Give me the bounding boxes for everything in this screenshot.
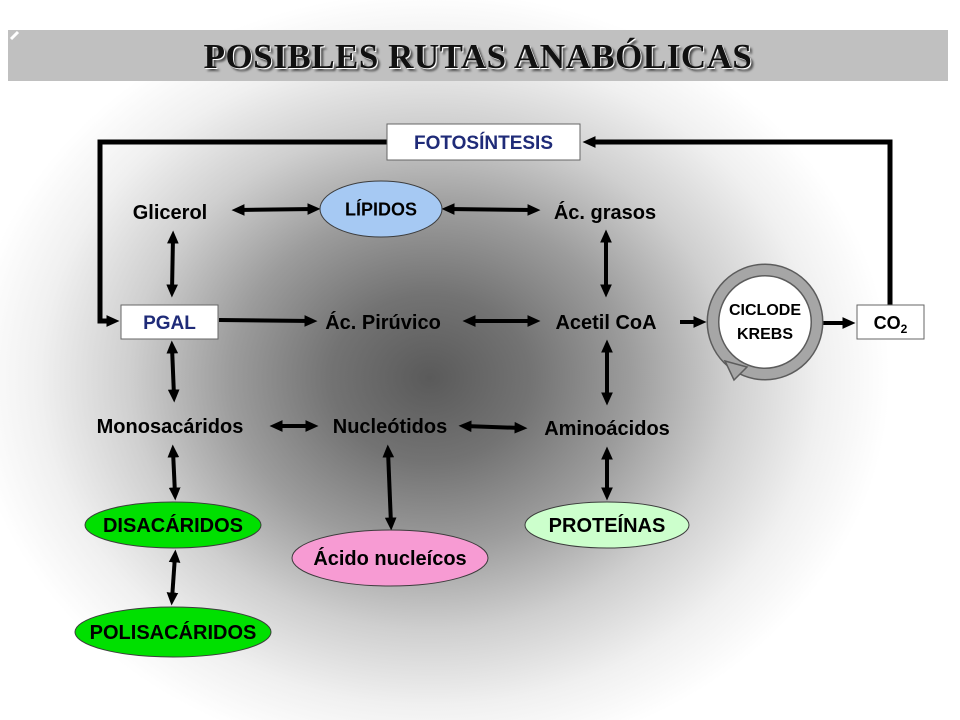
node-fotosintesis-label: FOTOSÍNTESIS <box>414 132 553 154</box>
page-title: POSIBLES RUTAS ANABÓLICAS <box>203 37 753 76</box>
node-disacaridos-ellipse <box>84 501 262 549</box>
node-co2-box <box>856 304 925 340</box>
node-polisacaridos-label: POLISACÁRIDOS <box>90 621 257 644</box>
node-co2-base: CO <box>874 313 901 333</box>
node-co2: CO2 <box>856 304 925 340</box>
node-fotosintesis: FOTOSÍNTESIS <box>386 123 581 161</box>
arrow-co2-to-fotosintesis <box>582 136 893 305</box>
node-glicerol-label: Glicerol <box>133 202 207 224</box>
krebs-cycle-arrowhead <box>723 359 749 382</box>
title-banner-corner-highlight <box>9 30 20 41</box>
node-pgal-box <box>120 304 219 340</box>
node-co2-subscript: 2 <box>901 322 908 336</box>
node-disacaridos-label: DISACÁRIDOS <box>103 514 243 537</box>
arrow-pgal-to-ac-piruvico <box>218 315 318 327</box>
node-acido-nucleicos-ellipse <box>291 529 489 587</box>
arrow-disacaridos-polisacaridos <box>166 549 181 606</box>
node-aminoacidos-label: Aminoácidos <box>544 418 670 440</box>
node-acetil-coa-label: Acetil CoA <box>555 312 656 334</box>
arrow-monosacaridos-disacaridos <box>167 444 181 501</box>
node-ac-grasos-label: Ác. grasos <box>554 201 656 224</box>
node-acido-nucleicos: Ácido nucleícos <box>291 529 489 587</box>
node-acido-nucleicos-label: Ácido nucleícos <box>313 547 466 570</box>
node-proteinas-label: PROTEÍNAS <box>549 514 666 537</box>
node-disacaridos: DISACÁRIDOS <box>84 501 262 549</box>
arrow-fotosintesis-to-pgal <box>97 139 387 327</box>
node-lipidos: LÍPIDOS <box>319 180 443 238</box>
arrow-glicerol-pgal <box>166 230 179 298</box>
node-nucleotidos-label: Nucleótidos <box>333 416 447 438</box>
node-polisacaridos: POLISACÁRIDOS <box>74 606 272 658</box>
node-ciclo-krebs: CICLODE KREBS <box>706 263 824 382</box>
node-fotosintesis-box <box>386 123 581 161</box>
arrow-lipidos-ac-grasos <box>441 203 541 216</box>
arrow-nucleotidos-aminoacidos <box>458 420 528 434</box>
title-banner <box>8 30 948 81</box>
node-pgal: PGAL <box>120 304 219 340</box>
node-monosacaridos-label: Monosacáridos <box>97 416 244 438</box>
node-co2-label: CO2 <box>874 313 908 336</box>
node-lipidos-ellipse <box>319 180 443 238</box>
node-lipidos-label: LÍPIDOS <box>345 199 417 220</box>
arrow-nucleotidos-acido-nucleicos <box>382 444 397 531</box>
connections <box>97 136 893 606</box>
node-ac-piruvico-label: Ác. Pirúvico <box>325 311 441 334</box>
krebs-cycle-ring <box>708 265 822 379</box>
node-proteinas-ellipse <box>524 501 690 549</box>
node-proteinas: PROTEÍNAS <box>524 501 690 549</box>
node-polisacaridos-ellipse <box>74 606 272 658</box>
node-pgal-label: PGAL <box>143 313 196 334</box>
krebs-cycle-label-line2: KREBS <box>737 326 793 343</box>
arrow-pgal-monosacaridos <box>166 340 180 403</box>
arrow-glicerol-lipidos <box>231 203 321 216</box>
krebs-cycle-label-line1: CICLODE <box>729 302 801 319</box>
